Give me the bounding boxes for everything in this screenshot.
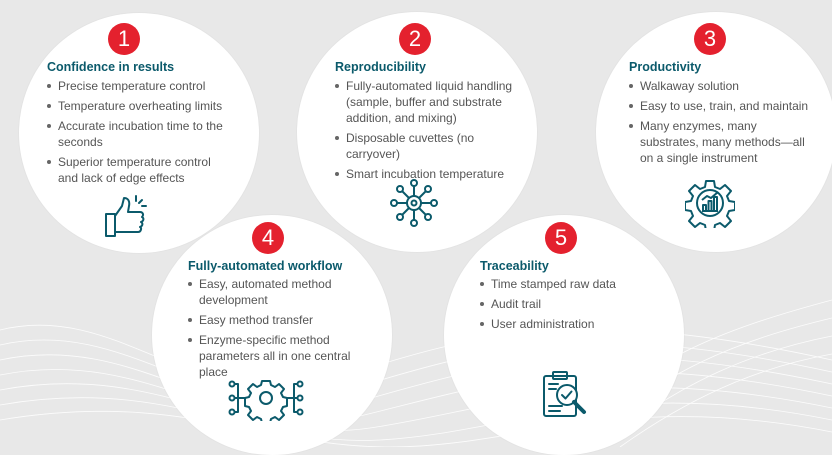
- feature-bullet: Precise temperature control: [47, 78, 227, 94]
- feature-bullet: Enzyme-specific method parameters all in…: [188, 332, 373, 380]
- feature-bullet: Accurate incubation time to the seconds: [47, 118, 227, 150]
- feature-bullet: Many enzymes, many substrates, many meth…: [629, 118, 814, 166]
- feature-bullet: Easy to use, train, and maintain: [629, 98, 814, 114]
- thumbs-up-icon: [105, 195, 147, 237]
- feature-bullet: Fully-automated liquid handling (sample,…: [335, 78, 520, 126]
- feature-title: Confidence in results: [47, 60, 175, 74]
- feature-title: Fully-automated workflow: [188, 259, 343, 273]
- feature-number-badge: 3: [694, 23, 726, 55]
- feature-bullet-list: Fully-automated liquid handling (sample,…: [335, 78, 520, 186]
- feature-circle-workflow: [152, 215, 392, 455]
- feature-title: Productivity: [629, 60, 702, 74]
- feature-number-badge: 4: [252, 222, 284, 254]
- feature-number-badge: 2: [399, 23, 431, 55]
- feature-title: Reproducibility: [335, 60, 426, 74]
- feature-bullet: Walkaway solution: [629, 78, 814, 94]
- feature-bullet: Time stamped raw data: [480, 276, 665, 292]
- feature-bullet: User administration: [480, 316, 665, 332]
- feature-bullet: Temperature overheating limits: [47, 98, 227, 114]
- feature-bullet: Easy method transfer: [188, 312, 373, 328]
- feature-bullet-list: Easy, automated method development Easy …: [188, 276, 373, 384]
- feature-bullet-list: Time stamped raw data Audit trail User a…: [480, 276, 665, 336]
- feature-bullet: Smart incubation temperature: [335, 166, 520, 182]
- feature-bullet: Easy, automated method development: [188, 276, 373, 308]
- feature-title: Traceability: [480, 259, 549, 273]
- feature-number-badge: 1: [108, 23, 140, 55]
- feature-bullet: Superior temperature control and lack of…: [47, 154, 227, 186]
- clipboard-search-icon: [543, 371, 586, 417]
- feature-bullet: Disposable cuvettes (no carryover): [335, 130, 520, 162]
- feature-bullet-list: Precise temperature control Temperature …: [47, 78, 227, 190]
- gear-workflow-icon: [228, 380, 304, 421]
- feature-bullet: Audit trail: [480, 296, 665, 312]
- feature-bullet-list: Walkaway solution Easy to use, train, an…: [629, 78, 814, 170]
- gear-chart-icon: [685, 180, 735, 228]
- network-hub-icon: [390, 179, 438, 227]
- feature-number-badge: 5: [545, 222, 577, 254]
